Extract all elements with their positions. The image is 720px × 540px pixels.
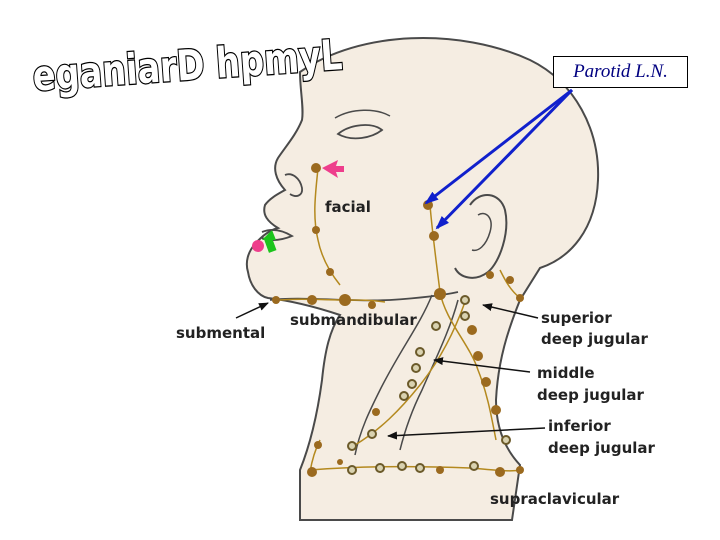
head-silhouette: [245, 37, 600, 521]
muscle-line-1: [354, 294, 433, 456]
superior-arrow: [482, 303, 539, 319]
supraclavicular-node-1: [307, 467, 317, 477]
label-submental: submental: [176, 324, 265, 342]
submandibular-node-3: [368, 301, 376, 309]
supraclavicular-node-4: [516, 466, 524, 474]
facial-node-2: [312, 226, 320, 234]
superior-jugular-node-1: [434, 288, 446, 300]
facial-node-3: [326, 268, 334, 276]
superior-jugular-node-3: [486, 271, 494, 279]
muscle-line-2: [399, 299, 459, 451]
parotid-node-2: [429, 231, 439, 241]
callout-arrow-2: [435, 88, 574, 230]
label-middle-1: middle: [537, 364, 595, 382]
neck-node-2: [337, 459, 343, 465]
middle-jugular-node-2: [481, 377, 491, 387]
superior-jugular-node-2: [467, 325, 477, 335]
inferior-jugular-node-2: [372, 408, 380, 416]
ear: [454, 194, 508, 279]
label-inferior-1: inferior: [548, 417, 611, 435]
submental-arrow: [235, 302, 269, 319]
green-bar-marker-lip: [263, 235, 277, 253]
label-superior-2: deep jugular: [541, 330, 649, 348]
submandibular-node-1: [307, 295, 317, 305]
callout-arrow-1: [424, 88, 573, 205]
label-inferior-2: deep jugular: [548, 439, 656, 457]
label-facial: facial: [325, 198, 371, 216]
lymph-nodes-hollow: [347, 295, 511, 475]
middle-jugular-node-1: [473, 351, 483, 361]
pink-dot-lip: [252, 240, 264, 252]
inferior-jugular-node-1: [491, 405, 501, 415]
superior-jugular-node-4: [506, 276, 514, 284]
supraclavicular-node-3: [495, 467, 505, 477]
pink-arrow-marker-nose: [322, 160, 344, 178]
page-title: eganiarD hpmyL: [31, 30, 344, 101]
superior-jugular-node-5: [516, 294, 524, 302]
brow: [334, 109, 391, 119]
inferior-arrow: [387, 427, 546, 440]
submandibular-node-2: [339, 294, 351, 306]
nostril: [284, 173, 303, 197]
ear-inner: [471, 212, 492, 252]
lymph-nodes-solid: [272, 163, 524, 477]
submental-node: [272, 296, 280, 304]
eye: [336, 124, 384, 140]
label-supraclavicular: supraclavicular: [490, 490, 620, 508]
label-superior-1: superior: [541, 309, 612, 327]
middle-arrow: [433, 357, 531, 373]
facial-node-1: [311, 163, 321, 173]
label-middle-2: deep jugular: [537, 386, 645, 404]
label-submandibular: submandibular: [290, 311, 417, 329]
parotid-callout: Parotid L.N.: [553, 56, 688, 88]
neck-node-1: [314, 441, 322, 449]
supraclavicular-node-2: [436, 466, 444, 474]
